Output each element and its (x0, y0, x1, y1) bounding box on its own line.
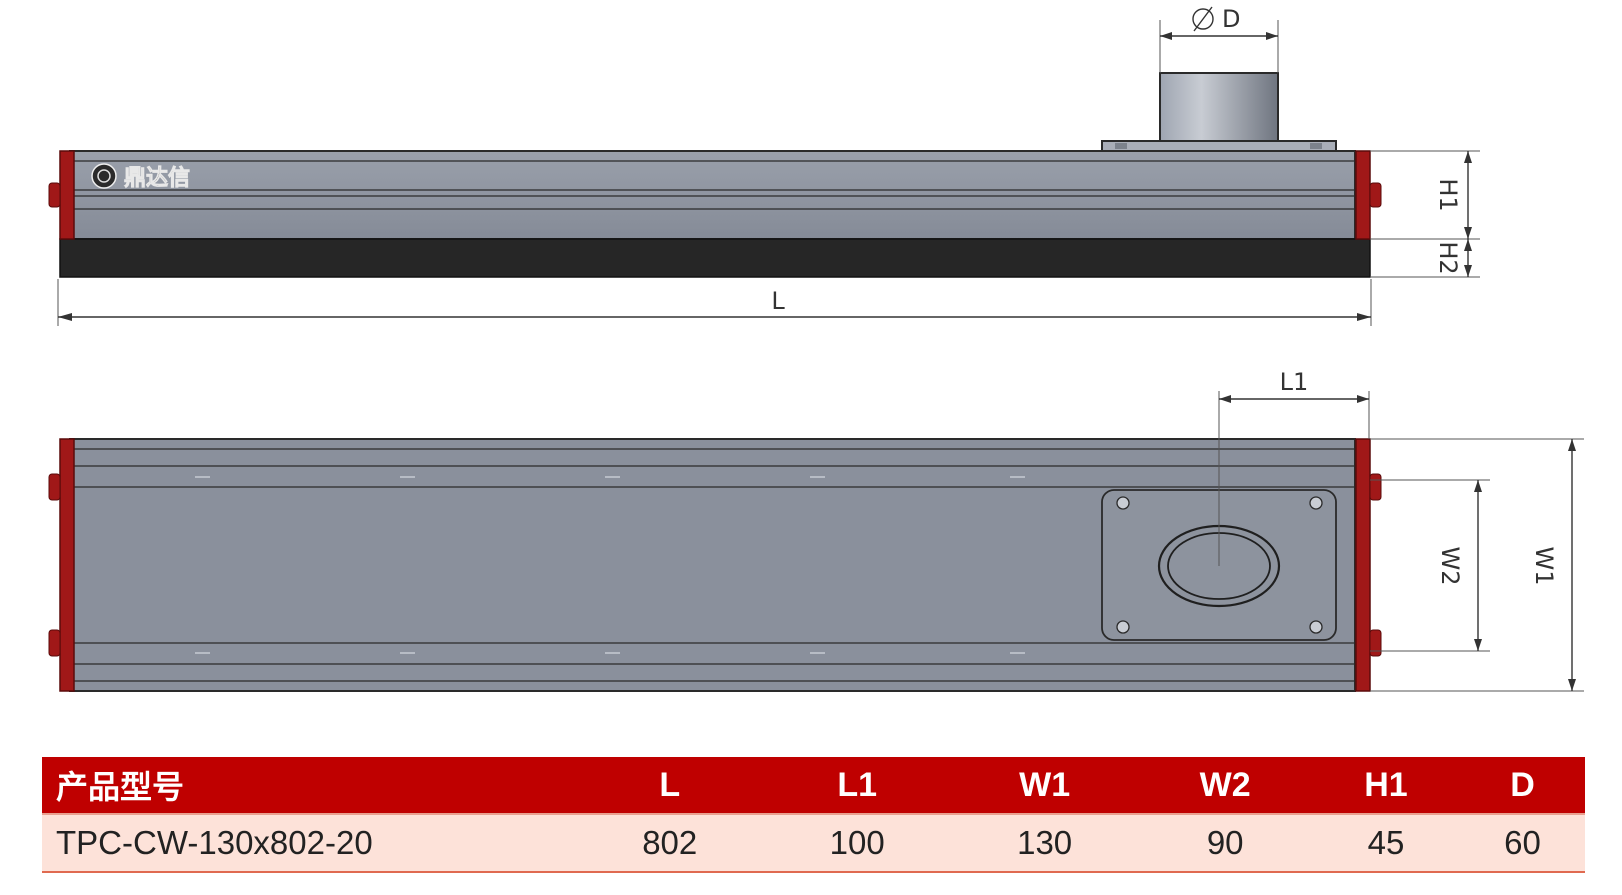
dim-diameter: D (1192, 5, 1240, 33)
side-right-endcap (1355, 150, 1371, 240)
dim-length-label: L (771, 287, 785, 315)
spec-table-header-row: 产品型号 L L1 W1 W2 H1 D (42, 757, 1585, 815)
side-left-endcap (59, 150, 75, 240)
cell-l: 802 (576, 814, 764, 873)
side-view: 鼎达信 D H1 H2 L (48, 5, 1480, 326)
header-w1: W1 (950, 757, 1139, 815)
top-left-endcap (59, 438, 75, 692)
logo-text: 鼎达信 (124, 165, 190, 191)
cell-h1: 45 (1311, 814, 1460, 873)
cell-d: 60 (1459, 814, 1585, 873)
technical-drawing: 鼎达信 D H1 H2 L (48, 5, 1584, 692)
dim-l1-label: L1 (1280, 368, 1309, 396)
cell-model: TPC-CW-130x802-20 (42, 814, 576, 873)
dim-diameter-label: D (1222, 5, 1240, 33)
table-row: TPC-CW-130x802-20 802 100 130 90 45 60 (42, 814, 1585, 873)
logo-mark-icon (91, 163, 117, 189)
dim-w1-label: W1 (1530, 547, 1558, 586)
header-l1: L1 (763, 757, 951, 815)
side-body (69, 150, 1356, 240)
dim-h2-label: H2 (1434, 241, 1462, 274)
top-right-endcap (1355, 438, 1371, 692)
dim-h1-label: H1 (1434, 178, 1462, 211)
diameter-icon (1192, 8, 1214, 30)
outlet-pipe (1159, 72, 1279, 144)
header-l: L (576, 757, 764, 815)
side-pad (59, 238, 1371, 278)
dim-w2-label: W2 (1436, 547, 1464, 586)
cell-w2: 90 (1138, 814, 1312, 873)
header-h1: H1 (1311, 757, 1460, 815)
cell-w1: 130 (950, 814, 1139, 873)
outlet-flange (1101, 140, 1337, 152)
cell-l1: 100 (763, 814, 951, 873)
header-d: D (1459, 757, 1585, 815)
brand-logo: 鼎达信 (91, 163, 190, 191)
header-model: 产品型号 (42, 757, 576, 815)
spec-table: 产品型号 L L1 W1 W2 H1 D TPC-CW-130x802-20 8… (42, 757, 1585, 873)
top-view: L1 W2 W1 (48, 368, 1584, 692)
header-w2: W2 (1138, 757, 1312, 815)
